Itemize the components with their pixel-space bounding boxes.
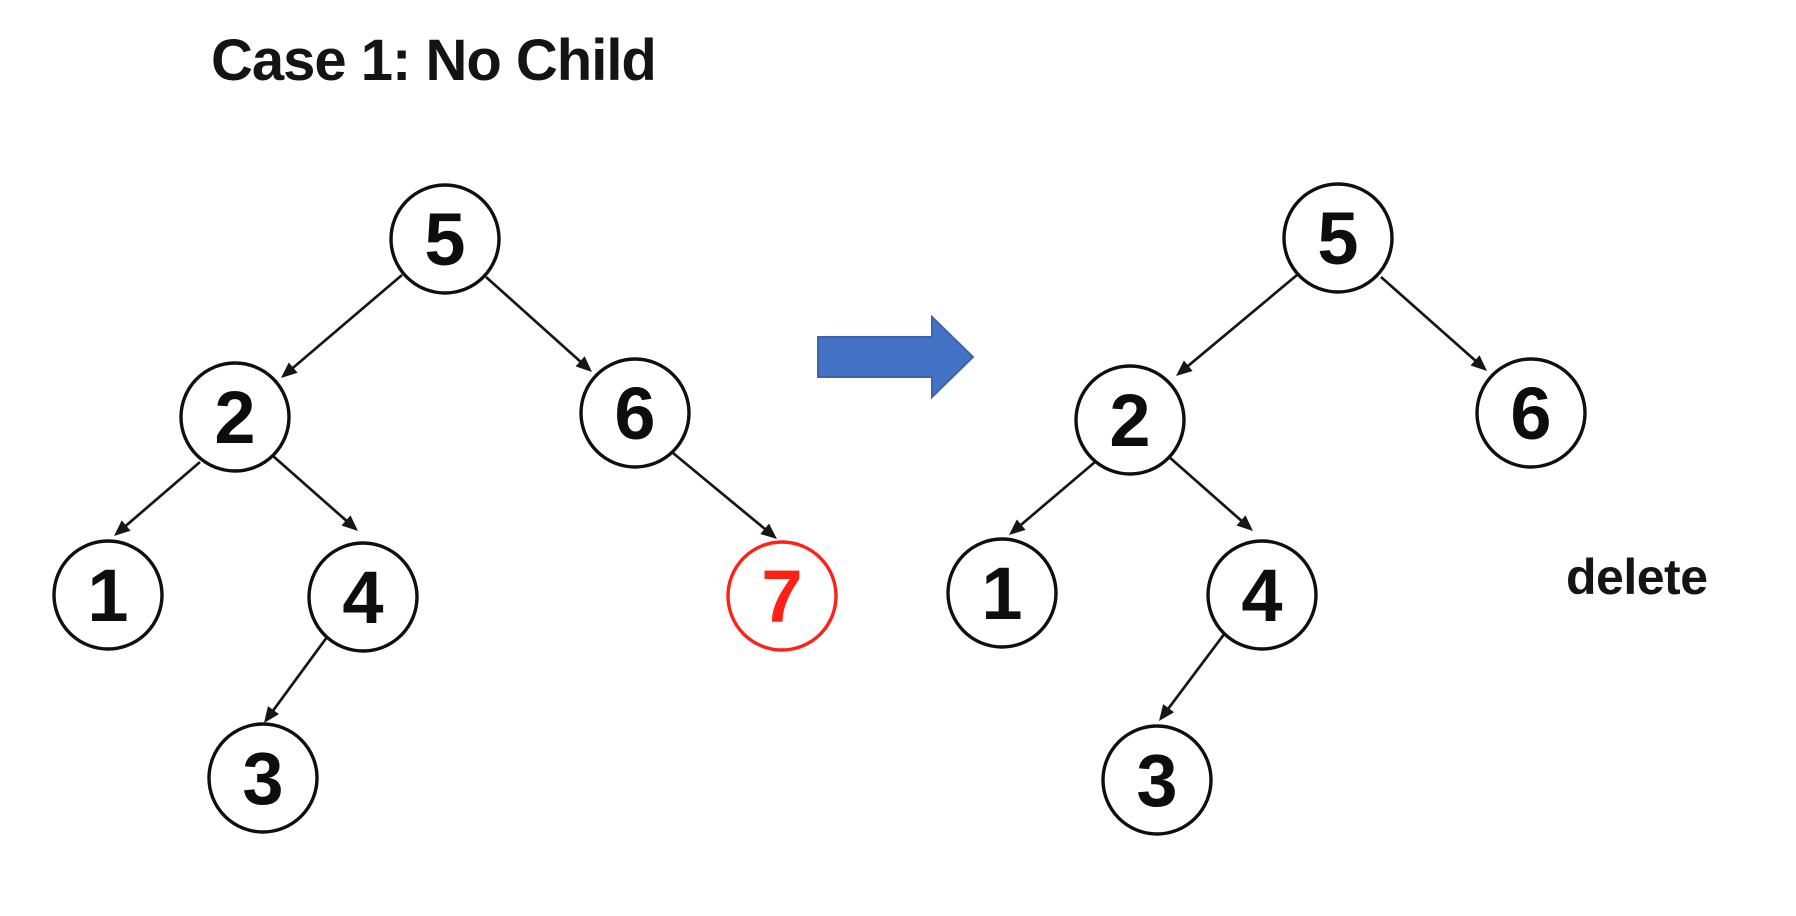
tree-edge-6-7-before bbox=[672, 451, 769, 533]
tree-node-label-5-after: 5 bbox=[1317, 197, 1358, 280]
page-title: Case 1: No Child bbox=[211, 28, 657, 93]
tree-edge-4-3-after bbox=[1165, 632, 1227, 713]
tree-edge-arrowhead-5-6-before bbox=[575, 356, 592, 372]
tree-node-5-before: 5 bbox=[389, 183, 501, 295]
tree-node-label-4-after: 4 bbox=[1241, 554, 1282, 637]
tree-edge-arrowhead-5-6-after bbox=[1470, 355, 1487, 371]
tree-node-3-after: 3 bbox=[1101, 724, 1213, 836]
tree-edge-5-2-after bbox=[1184, 273, 1298, 370]
tree-node-circle-4-before bbox=[307, 541, 419, 653]
tree-node-circle-2-before bbox=[179, 361, 291, 473]
tree-node-2-before: 2 bbox=[179, 361, 291, 473]
before-tree-group: 5 2 6 1 4 3 7 bbox=[52, 183, 838, 834]
tree-node-label-7-before: 7 bbox=[761, 555, 802, 638]
tree-node-circle-6-before bbox=[579, 357, 691, 469]
tree-node-label-1-after: 1 bbox=[981, 552, 1022, 635]
tree-node-label-4-before: 4 bbox=[342, 556, 383, 639]
tree-node-7-before: 7 bbox=[726, 540, 838, 652]
tree-edge-arrowhead-5-2-after bbox=[1176, 360, 1193, 376]
tree-node-2-after: 2 bbox=[1074, 364, 1186, 476]
tree-edge-4-3-before bbox=[270, 632, 332, 715]
tree-node-label-5-before: 5 bbox=[424, 198, 465, 281]
tree-edge-arrowhead-5-2-before bbox=[281, 362, 298, 378]
tree-edge-2-4-before bbox=[272, 454, 350, 525]
tree-node-circle-4-after bbox=[1206, 539, 1318, 651]
tree-node-circle-3-after bbox=[1101, 724, 1213, 836]
tree-edge-2-1-after bbox=[1017, 460, 1096, 529]
tree-node-label-3-before: 3 bbox=[242, 737, 283, 820]
tree-node-label-2-after: 2 bbox=[1109, 379, 1150, 462]
tree-node-label-6-after: 6 bbox=[1510, 372, 1551, 455]
tree-node-6-before: 6 bbox=[579, 357, 691, 469]
right-arrow-icon bbox=[817, 314, 975, 400]
tree-edge-5-6-after bbox=[1380, 275, 1479, 365]
tree-node-3-before: 3 bbox=[207, 722, 319, 834]
tree-edge-arrowhead-4-3-before bbox=[264, 706, 279, 723]
delete-annotation: delete bbox=[1566, 549, 1708, 605]
tree-node-circle-2-after bbox=[1074, 364, 1186, 476]
tree-edge-5-2-before bbox=[289, 273, 403, 372]
tree-node-5-after: 5 bbox=[1282, 182, 1394, 294]
tree-node-circle-7-before bbox=[726, 540, 838, 652]
tree-node-circle-1-after bbox=[946, 537, 1058, 649]
tree-node-4-before: 4 bbox=[307, 541, 419, 653]
tree-edge-arrowhead-2-1-after bbox=[1009, 519, 1026, 535]
tree-node-6-after: 6 bbox=[1475, 357, 1587, 469]
tree-node-circle-5-after bbox=[1282, 182, 1394, 294]
tree-node-1-after: 1 bbox=[946, 537, 1058, 649]
transform-arrow-group bbox=[817, 314, 975, 400]
tree-edge-arrowhead-4-3-after bbox=[1159, 704, 1175, 721]
tree-node-label-3-after: 3 bbox=[1136, 739, 1177, 822]
tree-node-label-6-before: 6 bbox=[614, 372, 655, 455]
tree-node-4-after: 4 bbox=[1206, 539, 1318, 651]
tree-node-circle-6-after bbox=[1475, 357, 1587, 469]
tree-edge-5-6-before bbox=[485, 275, 584, 365]
tree-edge-arrowhead-2-4-before bbox=[341, 515, 358, 531]
tree-edge-arrowhead-2-1-before bbox=[114, 520, 131, 536]
tree-node-circle-3-before bbox=[207, 722, 319, 834]
tree-edge-2-4-after bbox=[1167, 454, 1245, 525]
tree-node-circle-1-before bbox=[52, 539, 164, 651]
tree-edge-arrowhead-6-7-before bbox=[760, 523, 777, 539]
tree-edge-arrowhead-2-4-after bbox=[1236, 515, 1253, 531]
tree-node-label-1-before: 1 bbox=[87, 554, 128, 637]
tree-node-label-2-before: 2 bbox=[214, 376, 255, 459]
tree-edge-2-1-before bbox=[122, 460, 201, 530]
after-tree-group: 5 2 6 1 4 3 bbox=[946, 182, 1587, 836]
tree-node-circle-5-before bbox=[389, 183, 501, 295]
tree-node-1-before: 1 bbox=[52, 539, 164, 651]
